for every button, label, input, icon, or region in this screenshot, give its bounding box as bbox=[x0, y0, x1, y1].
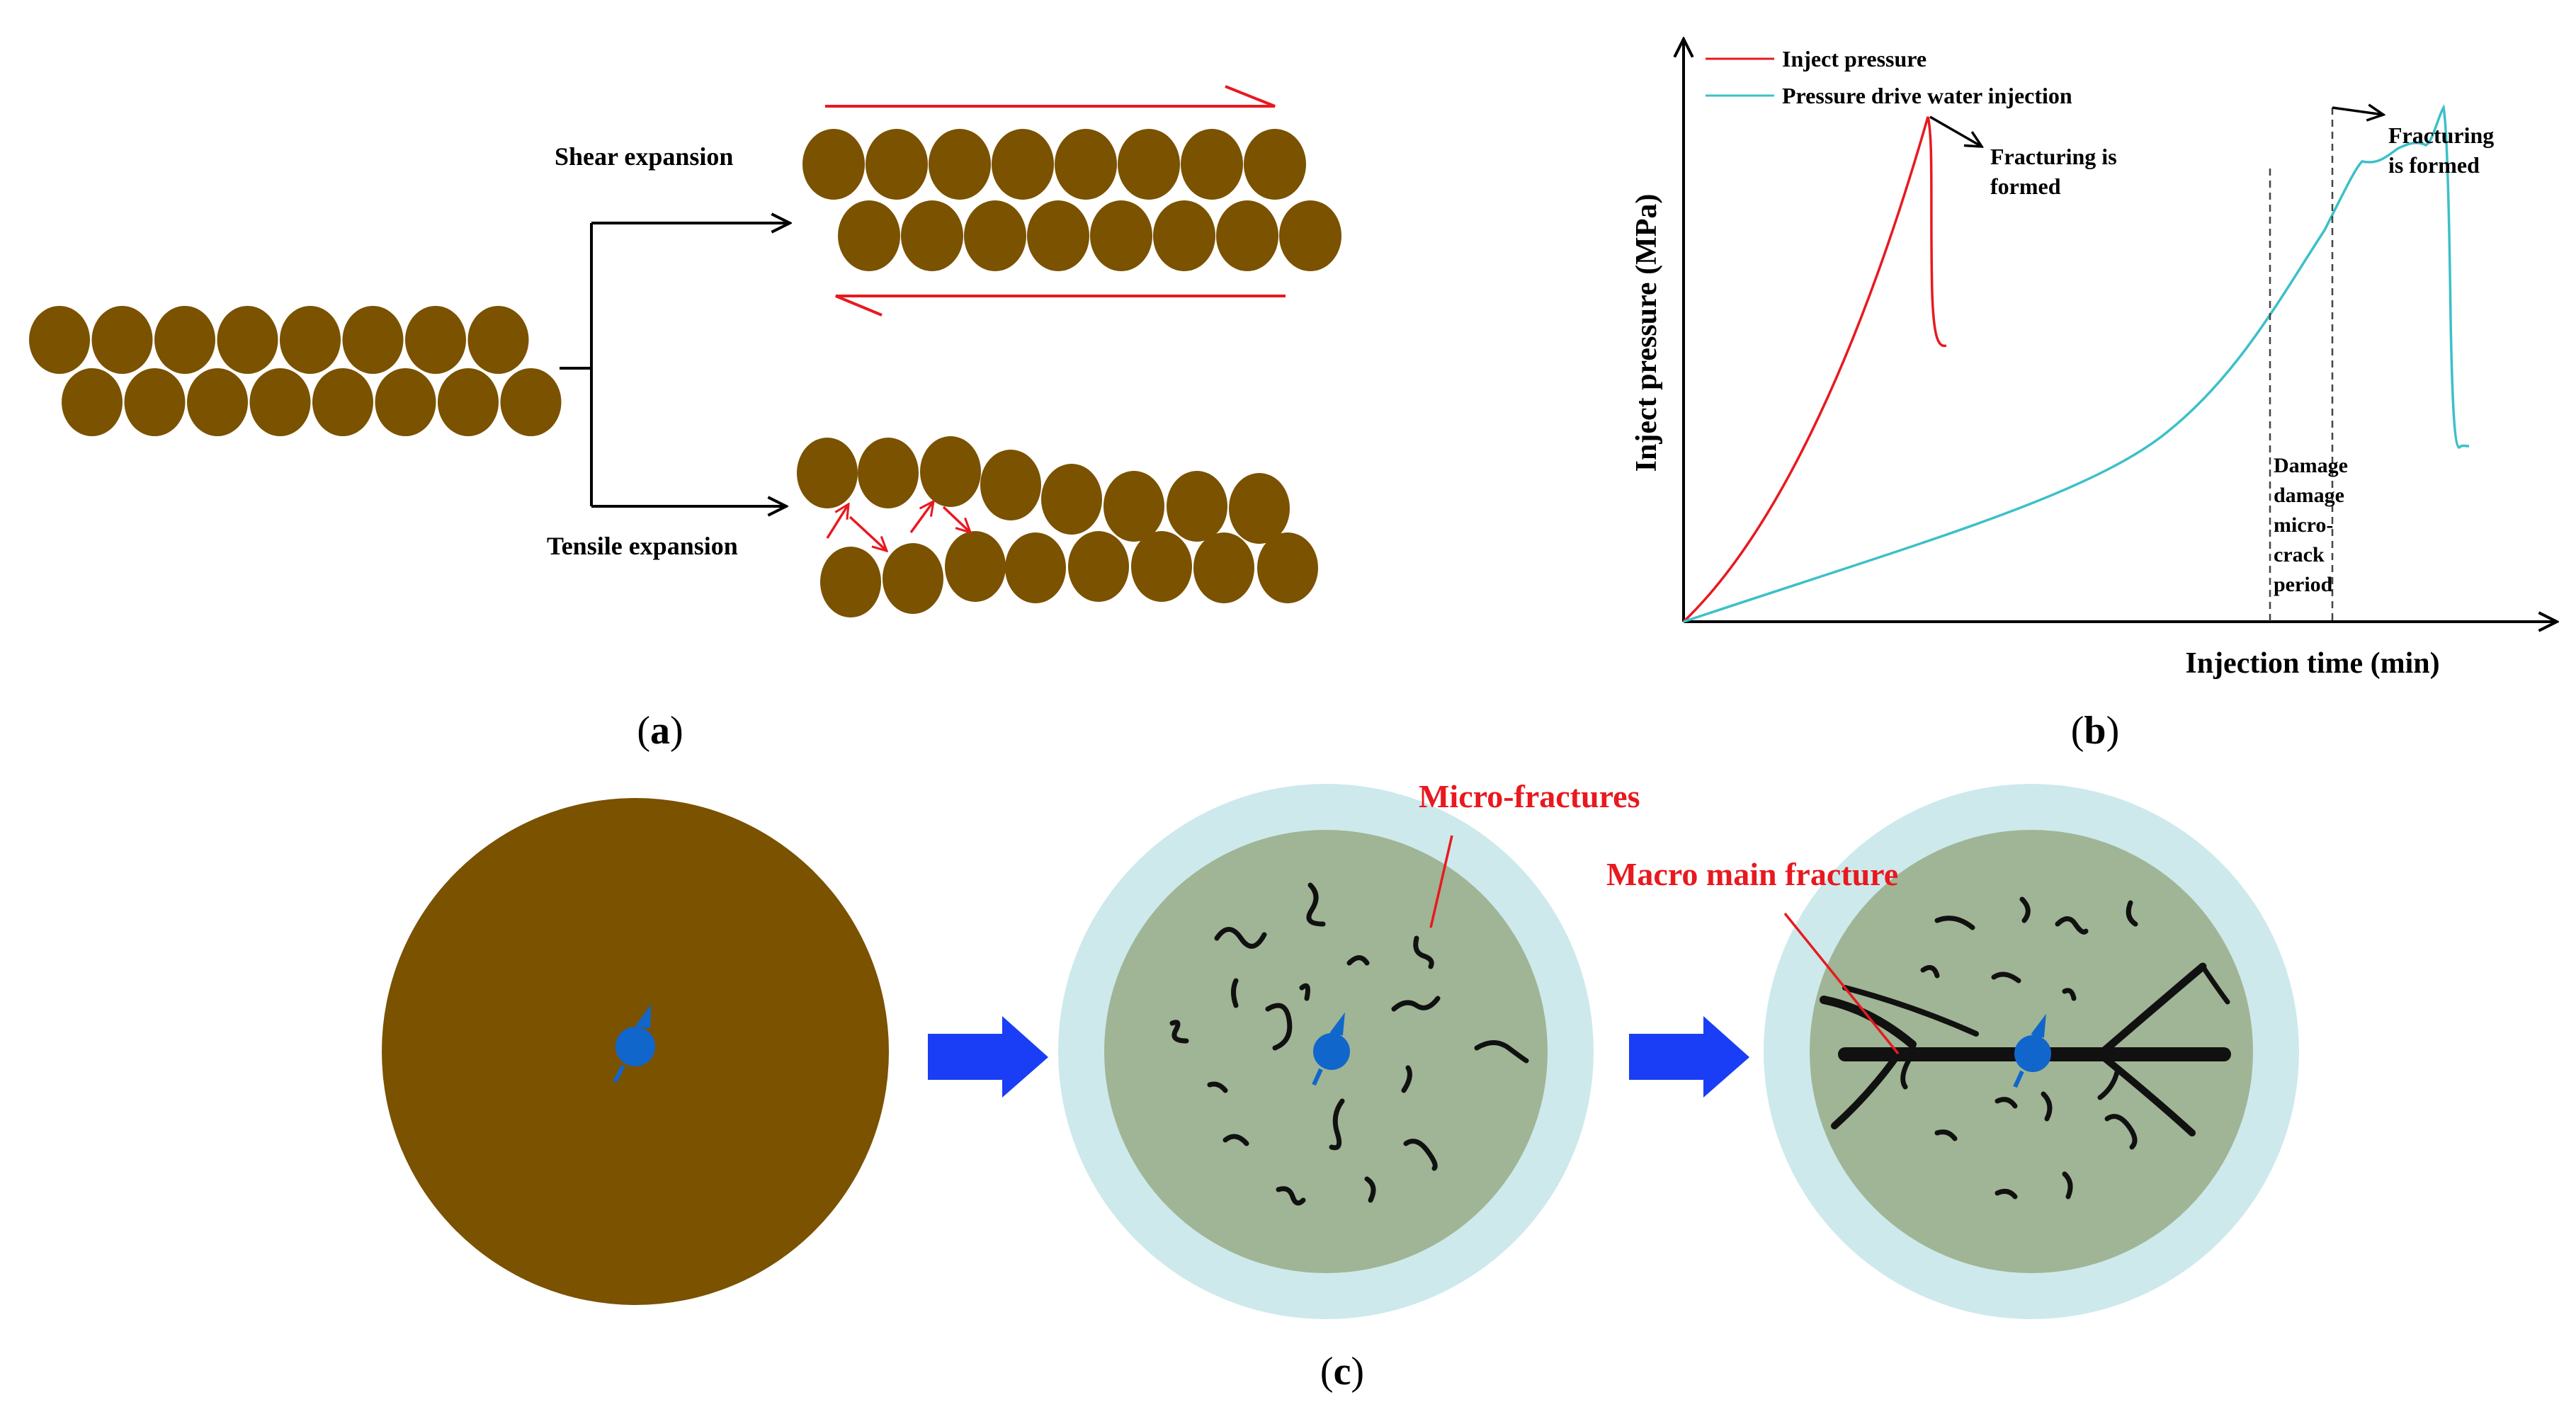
panel-a-grain-expansion: Shear expansion Tensile expansion (a) bbox=[29, 85, 1341, 753]
grain bbox=[312, 368, 373, 436]
injection-well-1 bbox=[613, 1004, 655, 1083]
micro-fractures-leader bbox=[1429, 835, 1453, 928]
micro-fracture-set-3 bbox=[1920, 896, 2138, 1199]
annotation-arrow-right bbox=[2332, 108, 2383, 115]
macro-main-fracture-label: Macro main fracture bbox=[1606, 856, 1898, 892]
grain bbox=[1068, 531, 1129, 602]
annotation-left: Fracturing is formed bbox=[1990, 144, 2123, 199]
tensile-red-arrows bbox=[826, 501, 970, 551]
y-axis-label: Inject pressure (MPa) bbox=[1630, 194, 1663, 472]
branch-connector bbox=[560, 223, 593, 506]
shear-top-arrow bbox=[825, 85, 1276, 108]
inject-pressure-curve bbox=[1682, 116, 1947, 623]
panel-b-pressure-chart: Inject pressure (MPa) Injection time (mi… bbox=[1630, 39, 2557, 753]
grain bbox=[1244, 129, 1306, 200]
injection-well-3 bbox=[2013, 1013, 2051, 1088]
grain bbox=[62, 368, 123, 436]
stage-arrow-1 bbox=[928, 1016, 1048, 1098]
panel-c-fracture-stages: Micro-fractures bbox=[382, 778, 2299, 1394]
grain bbox=[467, 306, 529, 374]
grain bbox=[405, 306, 466, 374]
grain bbox=[945, 531, 1006, 602]
grain bbox=[342, 306, 404, 374]
injection-well-2 bbox=[1312, 1012, 1350, 1086]
grain bbox=[992, 129, 1054, 200]
grain bbox=[901, 200, 963, 271]
grain bbox=[375, 368, 436, 436]
grain bbox=[1055, 129, 1117, 200]
grain bbox=[1153, 200, 1215, 271]
grains-initial bbox=[29, 306, 562, 436]
legend-label-inject: Inject pressure bbox=[1782, 46, 1927, 72]
grain bbox=[820, 547, 881, 617]
grain bbox=[1005, 532, 1066, 603]
panel-b-caption: (b) bbox=[2071, 709, 2119, 753]
grain bbox=[858, 438, 919, 508]
grain bbox=[797, 438, 858, 508]
grain bbox=[1279, 200, 1341, 271]
grain bbox=[500, 368, 562, 436]
grains-tensile bbox=[797, 436, 1318, 617]
grain bbox=[1193, 532, 1254, 603]
grain bbox=[1027, 200, 1089, 271]
grain bbox=[280, 306, 341, 374]
grain bbox=[1216, 200, 1278, 271]
grain bbox=[883, 543, 943, 614]
micro-fracture-set-2 bbox=[1169, 882, 1529, 1206]
water-injection-curve bbox=[1683, 104, 2470, 623]
stage-arrow-2 bbox=[1629, 1016, 1749, 1098]
shear-expansion-label: Shear expansion bbox=[555, 142, 733, 171]
grain bbox=[187, 368, 248, 436]
annotation-arrow-left bbox=[1929, 115, 1982, 147]
grain bbox=[920, 436, 981, 507]
tensile-expansion-label: Tensile expansion bbox=[547, 532, 738, 560]
grain bbox=[438, 368, 499, 436]
legend-label-water: Pressure drive water injection bbox=[1782, 83, 2072, 108]
grain bbox=[1103, 471, 1164, 542]
grain bbox=[866, 129, 928, 200]
grain bbox=[964, 200, 1026, 271]
shear-bottom-arrow bbox=[835, 295, 1286, 317]
panel-c-caption: (c) bbox=[1320, 1350, 1364, 1394]
grain bbox=[154, 306, 215, 374]
grain bbox=[124, 368, 186, 436]
panel-a-caption: (a) bbox=[637, 709, 683, 753]
grain bbox=[1131, 531, 1192, 602]
x-axis-label: Injection time (min) bbox=[2185, 647, 2439, 680]
grain bbox=[1167, 471, 1227, 542]
grain bbox=[980, 450, 1041, 520]
grain bbox=[1257, 532, 1318, 603]
grain bbox=[1181, 129, 1243, 200]
grain bbox=[1118, 129, 1180, 200]
macro-fracture-leader bbox=[1783, 912, 1900, 1055]
grain bbox=[1090, 200, 1152, 271]
grain bbox=[838, 200, 900, 271]
grain bbox=[249, 368, 311, 436]
period-label: Damage damage micro- crack period bbox=[2274, 454, 2353, 596]
micro-fractures-label: Micro-fractures bbox=[1419, 778, 1640, 814]
grain bbox=[929, 129, 991, 200]
annotation-right: Fracturing is formed bbox=[2388, 122, 2500, 178]
grain bbox=[1041, 464, 1102, 535]
grain bbox=[29, 306, 90, 374]
grain bbox=[802, 129, 865, 200]
grain bbox=[91, 306, 153, 374]
grain bbox=[217, 306, 278, 374]
grain bbox=[1229, 473, 1290, 544]
grains-shear bbox=[802, 129, 1341, 271]
